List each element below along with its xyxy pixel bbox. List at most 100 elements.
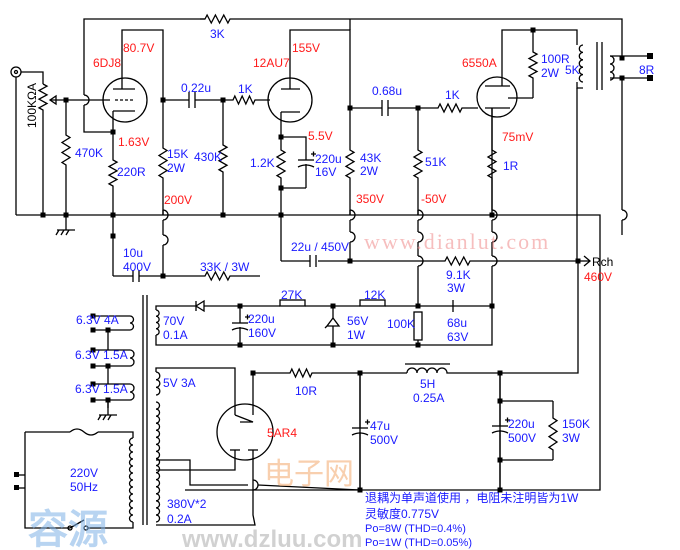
wire — [83, 18, 205, 95]
label: 100R — [541, 52, 570, 66]
wire — [98, 431, 134, 438]
junction — [330, 342, 336, 348]
label: 15K — [167, 147, 188, 161]
wire — [156, 450, 256, 526]
ground-icon — [60, 229, 65, 236]
resistor — [163, 270, 260, 282]
wire — [121, 29, 164, 100]
capacitor — [365, 419, 370, 425]
label: 70V — [163, 314, 184, 328]
vacuum-tube — [216, 403, 274, 461]
transformer-winding — [578, 44, 584, 83]
junction — [90, 397, 96, 403]
junction — [278, 185, 284, 191]
watermark-site-1: www.dianlut.com — [364, 229, 550, 254]
tube-label: 12AU7 — [253, 56, 290, 70]
wire — [156, 459, 248, 486]
watermark-logo-2: 电子网 — [264, 457, 354, 492]
junction — [347, 105, 353, 111]
notes: 退耦为单声道使用 ，电阻未注明皆为1W 灵敏度0.775V Po=8W (THD… — [365, 490, 579, 549]
junction — [415, 105, 421, 111]
resistor — [486, 108, 498, 215]
label: 10R — [295, 384, 317, 398]
resistor — [413, 311, 423, 341]
label: Rch — [592, 255, 613, 269]
junction — [415, 342, 421, 348]
junction — [63, 97, 69, 103]
junction — [347, 258, 353, 264]
resistor — [279, 299, 306, 307]
label: 33K / 3W — [200, 260, 250, 274]
wire — [155, 305, 196, 310]
capacitor — [231, 327, 249, 331]
junction — [237, 342, 243, 348]
switch — [67, 525, 73, 531]
label: 2W — [541, 66, 560, 80]
wire — [289, 29, 351, 108]
label: 0.22u — [181, 81, 211, 95]
label: 0.68u — [372, 84, 402, 98]
label: 22u / 450V — [291, 240, 349, 254]
junction — [250, 370, 256, 376]
junction — [489, 303, 495, 309]
mains-terminal — [14, 485, 19, 490]
resistor — [359, 299, 386, 307]
resistor — [344, 108, 356, 215]
label: 0.25A — [413, 391, 444, 405]
wire-crossing — [83, 94, 90, 106]
label: 1R — [503, 159, 519, 173]
wire-crossing — [162, 234, 169, 246]
junction — [415, 303, 421, 309]
wire-crossing — [417, 231, 424, 243]
label: 380V*2 — [167, 497, 207, 511]
note-line: Po=1W (THD=0.05%) — [365, 537, 472, 549]
voltage-label: 460V — [584, 270, 612, 284]
label: 500V — [508, 431, 536, 445]
label: 63V — [447, 330, 468, 344]
junction — [530, 27, 536, 33]
note-line: 灵敏度0.775V — [365, 506, 439, 521]
label: 27K — [281, 288, 302, 302]
wire — [156, 450, 236, 471]
label: 400V — [123, 260, 151, 274]
resistor — [217, 100, 229, 215]
junction — [330, 303, 336, 309]
resistor — [418, 102, 478, 114]
vacuum-tube — [476, 76, 518, 118]
wire — [155, 367, 236, 415]
vacuum-tube — [102, 77, 148, 123]
voltage-label: 350V — [356, 192, 384, 206]
wire-crossing — [621, 209, 628, 221]
wire — [533, 29, 578, 45]
junction — [278, 212, 284, 218]
transformer-winding — [155, 371, 161, 396]
rca-jack-icon — [13, 69, 19, 75]
label: 9.1K — [446, 268, 471, 282]
wire-crossing — [491, 231, 498, 243]
wire — [281, 136, 307, 158]
junction — [489, 212, 495, 218]
resistor — [107, 132, 119, 215]
transformer-winding — [128, 437, 134, 523]
tube-label: 5AR4 — [267, 426, 297, 440]
wire-crossing — [349, 231, 356, 243]
resistor — [223, 94, 270, 106]
junction — [90, 381, 96, 387]
transformer-winding — [609, 55, 615, 81]
junction — [160, 273, 166, 279]
label: 16V — [315, 165, 336, 179]
capacitor — [351, 432, 369, 436]
voltage-label: 5.5V — [308, 129, 333, 143]
junction — [497, 398, 503, 404]
label: 47u — [370, 419, 390, 433]
wire — [155, 306, 493, 346]
junction — [619, 55, 625, 61]
label: 8R — [639, 63, 655, 77]
junctions — [14, 27, 653, 493]
junction — [220, 97, 226, 103]
output-terminal-icon — [647, 53, 653, 59]
label: 6.3V 1.5A — [75, 348, 128, 362]
watermark-logo: 容源 — [28, 507, 108, 550]
junction — [160, 97, 166, 103]
